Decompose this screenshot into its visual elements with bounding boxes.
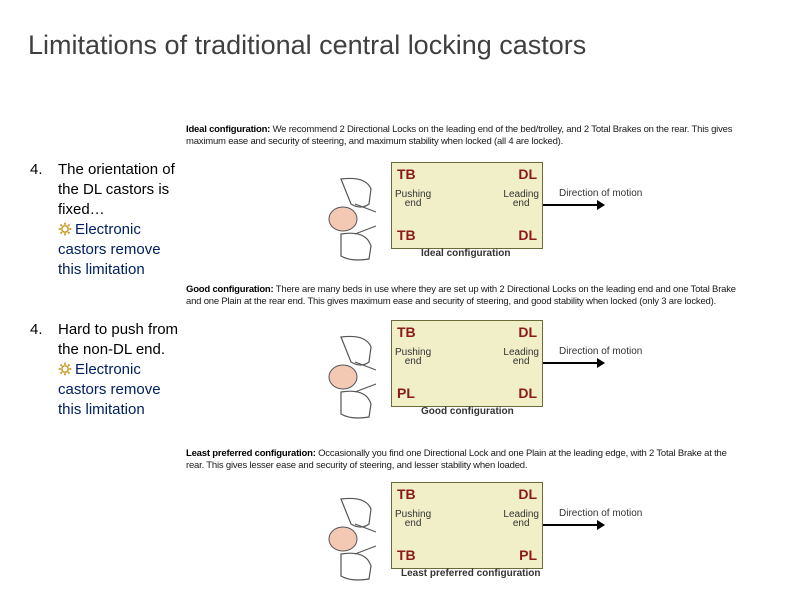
config-text: There are many beds in use where they ar…: [273, 284, 736, 295]
config-caption: Least preferred configuration: Occasiona…: [186, 448, 776, 460]
config-caption: Good configuration: There are many beds …: [186, 284, 776, 296]
gear-icon: [58, 362, 72, 376]
bullet-text: The orientation of the DL castors is fix…: [58, 161, 175, 218]
castor-label-bottom-left: TB: [397, 547, 416, 563]
castor-label-bottom-right: DL: [518, 385, 537, 401]
direction-label: Direction of motion: [559, 188, 643, 199]
bullet-sub-text: Electronic castors remove this limitatio…: [58, 361, 161, 418]
castor-label-top-left: TB: [397, 486, 416, 502]
config-caption: Ideal configuration: We recommend 2 Dire…: [186, 124, 776, 136]
castor-label-bottom-right: PL: [519, 547, 537, 563]
bullet-list: 4. The orientation of the DL castors is …: [30, 160, 180, 460]
config-text: Occasionally you find one Directional Lo…: [315, 448, 727, 459]
diagram-label: Ideal configuration: [421, 248, 511, 259]
bullet-item: 4. The orientation of the DL castors is …: [30, 160, 180, 280]
person-icon: [328, 497, 377, 581]
castor-label-top-left: TB: [397, 166, 416, 182]
config-panel-good: Good configuration: There are many beds …: [186, 284, 776, 419]
castor-label-top-right: DL: [518, 324, 537, 340]
config-panel-least: Least preferred configuration: Occasiona…: [186, 448, 776, 581]
person-icon: [328, 335, 377, 419]
castor-label-bottom-right: DL: [518, 227, 537, 243]
direction-arrow: [543, 200, 605, 210]
castor-label-top-left: TB: [397, 324, 416, 340]
config-caption-line2: rear. This gives lesser ease and securit…: [186, 460, 528, 471]
config-caption-line2: maximum ease and security of steering, a…: [186, 136, 564, 147]
castor-label-bottom-left: PL: [397, 385, 415, 401]
direction-arrow: [543, 520, 605, 530]
gear-icon: [58, 222, 72, 236]
person-icon: [328, 177, 377, 261]
config-caption-line2: and one Plain at the rear end. This give…: [186, 296, 717, 307]
bullet-item: 4. Hard to push from the non-DL end. Ele…: [30, 320, 180, 420]
config-heading: Good configuration:: [186, 284, 274, 295]
bullet-number: 4.: [30, 321, 43, 338]
config-heading: Least preferred configuration:: [186, 448, 316, 459]
diagram-label: Good configuration: [421, 406, 514, 417]
bullet-sub: Electronic castors remove this limitatio…: [58, 360, 180, 420]
direction-label: Direction of motion: [559, 346, 643, 357]
config-text: We recommend 2 Directional Locks on the …: [270, 124, 733, 135]
castor-label-bottom-left: TB: [397, 227, 416, 243]
config-panel-ideal: Ideal configuration: We recommend 2 Dire…: [186, 124, 776, 261]
direction-label: Direction of motion: [559, 508, 643, 519]
castor-label-top-right: DL: [518, 486, 537, 502]
diagram-label: Least preferred configuration: [401, 568, 541, 579]
bullet-sub-text: Electronic castors remove this limitatio…: [58, 221, 161, 278]
bullet-sub: Electronic castors remove this limitatio…: [58, 220, 180, 280]
direction-arrow: [543, 358, 605, 368]
castor-label-top-right: DL: [518, 166, 537, 182]
page-title: Limitations of traditional central locki…: [28, 30, 587, 60]
bullet-text: Hard to push from the non-DL end.: [58, 321, 179, 358]
config-heading: Ideal configuration:: [186, 124, 271, 135]
bullet-number: 4.: [30, 161, 43, 178]
